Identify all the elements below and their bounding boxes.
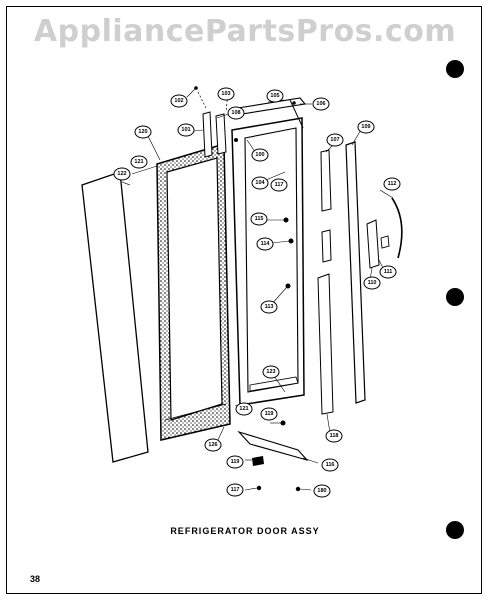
svg-text:121: 121 xyxy=(134,159,143,165)
diagram-caption: REFRIGERATOR DOOR ASSY xyxy=(170,526,320,536)
gasket-inner-opening xyxy=(166,157,223,421)
svg-text:122: 122 xyxy=(117,171,126,177)
callout-117-upper: 117 xyxy=(270,178,288,192)
callout-109: 109 xyxy=(357,120,375,134)
shelf-bracket xyxy=(366,219,380,269)
top-hinge-tab xyxy=(289,99,304,129)
svg-text:117: 117 xyxy=(231,487,240,493)
page-frame xyxy=(6,6,482,594)
svg-text:116: 116 xyxy=(326,462,335,468)
handle-dash-line xyxy=(197,91,207,109)
svg-text:108: 108 xyxy=(231,110,240,116)
binder-hole-top xyxy=(446,60,464,78)
screw xyxy=(288,238,294,244)
callout-117-lower: 117 xyxy=(226,483,244,497)
callout-121-top: 121 xyxy=(130,155,148,169)
svg-text:109: 109 xyxy=(361,124,370,130)
screw xyxy=(280,420,286,426)
bottom-hinge-bracket xyxy=(237,430,309,462)
svg-text:104: 104 xyxy=(255,180,265,186)
svg-text:106: 106 xyxy=(316,101,325,107)
page-number: 38 xyxy=(30,574,41,584)
svg-text:111: 111 xyxy=(384,269,393,275)
svg-text:115: 115 xyxy=(255,216,264,222)
svg-text:123: 123 xyxy=(266,369,275,375)
callout-180: 180 xyxy=(313,484,331,498)
door-liner-inner xyxy=(244,127,299,393)
svg-text:100: 100 xyxy=(255,152,264,158)
liner-channel-upper xyxy=(320,149,332,212)
callout-103: 103 xyxy=(217,87,235,101)
callout-107: 107 xyxy=(326,133,344,147)
svg-text:118: 118 xyxy=(330,433,339,439)
screw xyxy=(256,485,262,491)
screw xyxy=(283,217,289,223)
callout-115: 115 xyxy=(250,212,268,226)
callout-106: 106 xyxy=(312,97,330,111)
svg-text:120: 120 xyxy=(138,129,147,135)
binder-hole-bottom xyxy=(446,521,464,539)
callout-104: 104 xyxy=(251,176,269,190)
callout-119-lower: 119 xyxy=(226,455,244,469)
callout-123: 123 xyxy=(262,365,280,379)
callout-101: 101 xyxy=(177,123,195,137)
binder-hole-middle xyxy=(446,288,464,306)
svg-text:180: 180 xyxy=(317,488,326,494)
handle-piece-left xyxy=(202,111,213,158)
callout-105: 105 xyxy=(266,89,284,103)
svg-text:101: 101 xyxy=(181,127,190,133)
callout-112: 112 xyxy=(383,177,401,191)
callout-114: 114 xyxy=(256,237,274,251)
handle-dash-line-2 xyxy=(225,91,229,113)
liner-channel-middle xyxy=(321,229,332,263)
callout-100: 100 xyxy=(251,148,269,162)
svg-text:113: 113 xyxy=(265,304,274,310)
callout-126: 126 xyxy=(204,438,222,452)
svg-text:107: 107 xyxy=(330,137,339,143)
svg-text:117: 117 xyxy=(275,182,284,188)
svg-text:119: 119 xyxy=(231,459,240,465)
screw xyxy=(234,138,238,142)
screw xyxy=(292,101,296,105)
handle-piece-right xyxy=(215,113,227,155)
callout-122: 122 xyxy=(113,167,131,181)
bracket-clip xyxy=(380,235,390,249)
callout-116: 116 xyxy=(321,458,339,472)
callout-108: 108 xyxy=(227,106,245,120)
callout-120: 120 xyxy=(134,125,152,139)
svg-text:126: 126 xyxy=(208,442,217,448)
callout-102: 102 xyxy=(170,94,188,108)
svg-text:102: 102 xyxy=(174,98,183,104)
watermark: AppliancePartsPros.com xyxy=(33,14,457,49)
svg-text:103: 103 xyxy=(221,91,230,97)
callout-121-bottom: 121 xyxy=(235,402,253,416)
wire-retainer xyxy=(391,197,403,259)
callout-113-left: 113 xyxy=(260,300,278,314)
callout-111: 111 xyxy=(379,265,397,279)
gasket-bottom-band xyxy=(164,403,227,421)
vertical-trim-strip xyxy=(345,141,366,404)
callout-119-middle: 119 xyxy=(260,407,278,421)
svg-text:119: 119 xyxy=(265,411,274,417)
svg-text:114: 114 xyxy=(261,241,271,247)
outer-door-panel xyxy=(81,171,149,463)
svg-text:105: 105 xyxy=(270,93,279,99)
callout-110: 110 xyxy=(363,276,381,290)
svg-text:121: 121 xyxy=(239,406,248,412)
svg-text:112: 112 xyxy=(388,181,397,187)
svg-text:110: 110 xyxy=(368,280,377,286)
callout-118: 118 xyxy=(325,429,343,443)
screw xyxy=(295,486,301,492)
hinge-block xyxy=(252,456,264,466)
door-liner-tray xyxy=(249,376,299,392)
liner-channel-lower xyxy=(317,273,334,415)
